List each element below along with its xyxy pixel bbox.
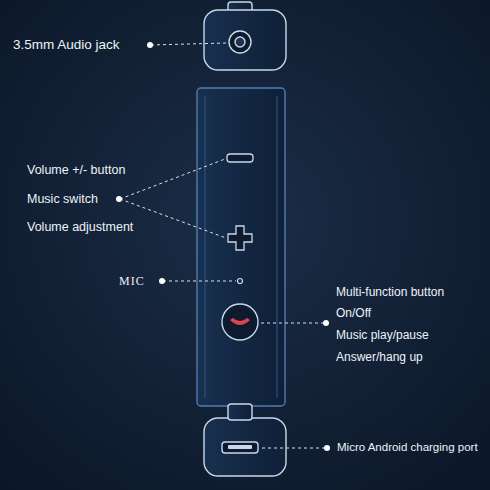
mic-hole <box>238 279 243 284</box>
leader-lines <box>120 43 325 448</box>
callout-label: On/Off <box>336 306 371 320</box>
plus-button <box>228 226 252 250</box>
device-body <box>197 88 285 406</box>
callout-label: Music play/pause <box>336 328 429 342</box>
callout-label: 3.5mm Audio jack <box>13 37 120 53</box>
callout-label: Music switch <box>27 192 98 207</box>
callout-label: Multi-function button <box>336 285 444 299</box>
minus-button <box>227 154 253 162</box>
callout-label: MIC <box>119 274 145 288</box>
callout-label: Volume +/- button <box>27 163 125 178</box>
top-cap <box>204 2 286 70</box>
bottom-cap <box>204 404 286 476</box>
callout-label: Volume adjustment <box>27 220 133 235</box>
multi-function-button <box>222 304 258 340</box>
callout-label: Micro Android charging port <box>337 441 478 455</box>
leader-dots <box>116 42 330 451</box>
callout-label: Answer/hang up <box>336 350 423 364</box>
